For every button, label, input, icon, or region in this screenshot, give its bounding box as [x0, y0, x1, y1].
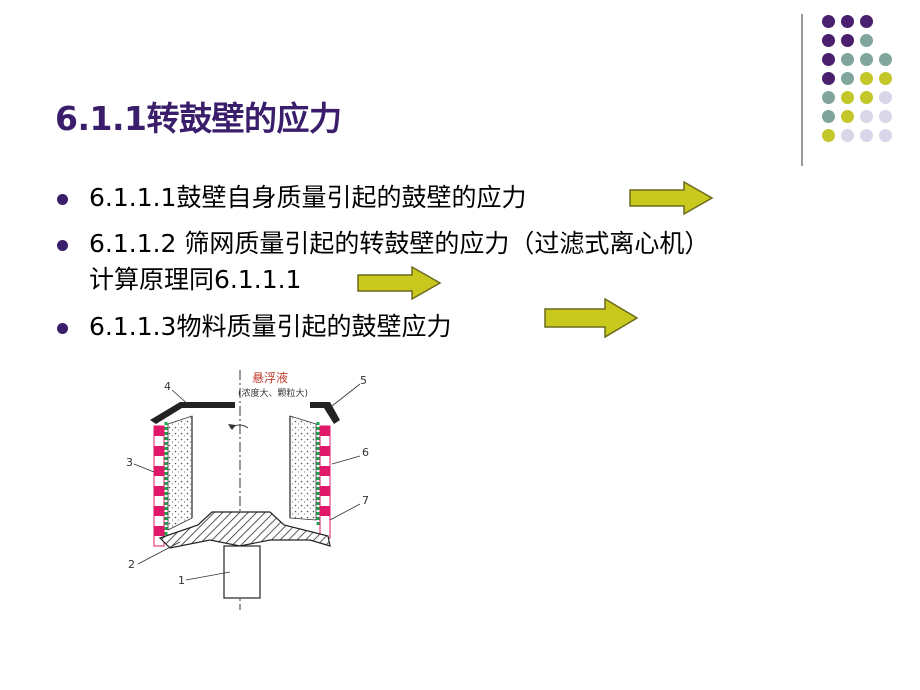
bullet-text: 6.1.1.1鼓壁自身质量引起的鼓壁的应力	[89, 183, 527, 212]
arrow-link-button[interactable]	[356, 265, 442, 301]
dot	[841, 91, 854, 104]
dot	[879, 53, 892, 66]
divider-line	[801, 14, 803, 166]
bullet-text-continued: 计算原理同6.1.1.1	[89, 265, 302, 294]
filter-cake-right	[289, 415, 317, 521]
bullet-dot	[57, 194, 68, 205]
screen-wall-right	[319, 425, 331, 539]
dot	[841, 72, 854, 85]
dot	[879, 129, 892, 142]
drum-lid	[150, 402, 235, 424]
drum-lid	[310, 402, 340, 424]
dot	[841, 53, 854, 66]
dot	[841, 129, 854, 142]
slide-title: 6.1.1转鼓壁的应力	[55, 99, 342, 138]
diagram-number-2: 2	[128, 558, 135, 571]
bullet-dot	[57, 240, 68, 251]
dot	[860, 53, 873, 66]
dot	[822, 110, 835, 123]
dot	[879, 91, 892, 104]
decorative-dot-grid	[816, 12, 896, 152]
right-arrow-icon	[357, 265, 442, 301]
diagram-number-7: 7	[362, 494, 369, 507]
dot	[822, 72, 835, 85]
dot	[860, 34, 873, 47]
screen-wall-right-segments	[320, 426, 330, 516]
bullet-text: 6.1.1.2 筛网质量引起的转鼓壁的应力（过滤式离心机）	[89, 229, 710, 258]
diagram-number-6: 6	[362, 446, 369, 459]
filter-cake-left	[167, 415, 193, 531]
bullet-text: 6.1.1.3物料质量引起的鼓壁应力	[89, 312, 452, 341]
diagram-label-suspension-note: (浓度大、颗粒大)	[238, 387, 308, 399]
diagram-label-suspension: 悬浮液	[252, 370, 288, 385]
bullet-dot	[57, 323, 68, 334]
dot	[860, 110, 873, 123]
dot	[860, 129, 873, 142]
dot	[822, 34, 835, 47]
screen-wall-left-segments	[154, 426, 164, 536]
dot	[822, 91, 835, 104]
drum-base-hub	[158, 511, 331, 549]
right-arrow-icon	[629, 180, 714, 216]
dot	[879, 72, 892, 85]
diagram-number-5: 5	[360, 374, 367, 387]
dot	[860, 15, 873, 28]
right-arrow-icon	[544, 297, 639, 339]
diagram-number-3: 3	[126, 456, 133, 469]
arrow-link-button[interactable]	[628, 180, 714, 216]
dot	[841, 34, 854, 47]
dot	[860, 91, 873, 104]
dot	[879, 110, 892, 123]
diagram-number-1: 1	[178, 574, 185, 587]
dot	[841, 15, 854, 28]
dot	[822, 129, 835, 142]
dot	[841, 110, 854, 123]
dot	[822, 53, 835, 66]
dot	[860, 72, 873, 85]
arrow-link-button[interactable]	[543, 297, 639, 339]
dot	[822, 15, 835, 28]
diagram-number-4: 4	[164, 380, 171, 393]
centrifuge-drum-diagram: 悬浮液 (浓度大、颗粒大) 4 5 3 6 7 2 1	[126, 370, 369, 610]
